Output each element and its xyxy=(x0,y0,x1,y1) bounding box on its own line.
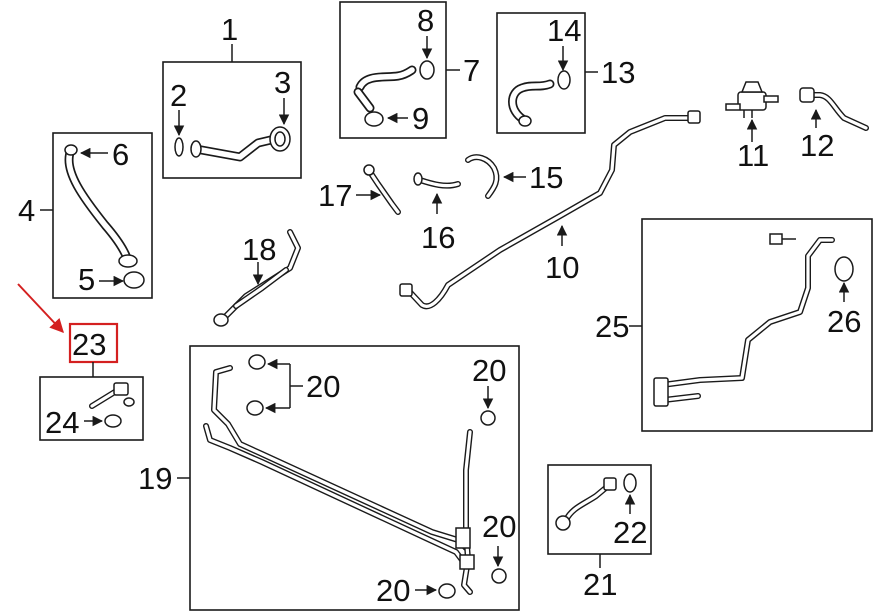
highlight-23: 23 xyxy=(17,283,119,364)
o-ring-24[interactable] xyxy=(104,414,122,428)
coolant-hose-13[interactable] xyxy=(508,79,555,127)
pipe-bracket-18[interactable] xyxy=(213,229,301,327)
part-16: 16 xyxy=(413,172,461,255)
part-17: 17 xyxy=(318,164,401,215)
callout-13[interactable]: 13 xyxy=(601,55,635,90)
callout-26[interactable]: 26 xyxy=(827,304,861,339)
part-18: 18 xyxy=(213,229,301,327)
callout-12[interactable]: 12 xyxy=(800,128,834,163)
group-25: 25 26 xyxy=(595,218,873,432)
o-ring-2[interactable] xyxy=(174,137,184,157)
callout-1[interactable]: 1 xyxy=(221,12,238,47)
o-ring-26[interactable] xyxy=(834,256,854,282)
part-11: 11 xyxy=(725,81,779,173)
callout-19[interactable]: 19 xyxy=(138,461,172,496)
callout-2[interactable]: 2 xyxy=(170,78,187,113)
bolt-25[interactable] xyxy=(769,233,796,245)
callout-8[interactable]: 8 xyxy=(417,3,434,38)
group-24-box xyxy=(39,376,144,441)
coolant-pipe-assembly-19[interactable] xyxy=(203,365,475,595)
group-19: 19 20 20 20 20 xyxy=(138,345,520,611)
callout-20-c[interactable]: 20 xyxy=(482,509,516,544)
hose-15[interactable] xyxy=(465,154,500,199)
fitting-12[interactable] xyxy=(799,87,869,131)
connector-23[interactable] xyxy=(89,382,135,409)
coolant-pipe-1[interactable] xyxy=(190,126,291,162)
coolant-hose-4[interactable] xyxy=(64,144,138,268)
callout-7[interactable]: 7 xyxy=(463,53,480,88)
coolant-pipe-21[interactable] xyxy=(555,477,617,531)
coolant-pipe-25[interactable] xyxy=(653,237,835,407)
clamp-20b[interactable] xyxy=(246,400,264,416)
callout-4[interactable]: 4 xyxy=(18,193,35,228)
group-25-box xyxy=(641,218,873,432)
group-24: 24 xyxy=(39,362,144,441)
callout-5[interactable]: 5 xyxy=(78,262,95,297)
clamp-20c[interactable] xyxy=(480,410,496,426)
group-13-box xyxy=(496,12,586,134)
callout-22[interactable]: 22 xyxy=(613,515,647,550)
coolant-hose-7[interactable] xyxy=(353,65,417,113)
part-12: 12 xyxy=(799,87,869,163)
callout-20-d[interactable]: 20 xyxy=(376,573,410,608)
callout-18[interactable]: 18 xyxy=(242,232,276,267)
part-10: 10 xyxy=(399,110,701,310)
group-13: 13 14 xyxy=(496,12,635,134)
hose-16[interactable] xyxy=(413,172,461,189)
o-ring-8[interactable] xyxy=(419,60,435,80)
group-7: 7 8 9 xyxy=(339,1,480,139)
clamp-20e[interactable] xyxy=(438,583,456,599)
group-1: 1 2 3 xyxy=(162,12,302,179)
callout-14[interactable]: 14 xyxy=(547,13,581,48)
coolant-line-10[interactable] xyxy=(399,110,701,310)
part-15: 15 xyxy=(465,154,563,199)
callout-11[interactable]: 11 xyxy=(737,138,769,173)
callout-23[interactable]: 23 xyxy=(72,327,106,362)
clamp-20d[interactable] xyxy=(491,568,507,584)
group-19-box xyxy=(189,345,520,611)
callout-6[interactable]: 6 xyxy=(112,137,129,172)
group-21: 21 22 xyxy=(547,464,652,602)
callout-16[interactable]: 16 xyxy=(421,220,455,255)
clamp-9[interactable] xyxy=(364,111,384,127)
callout-21[interactable]: 21 xyxy=(583,567,617,602)
clamp-20a[interactable] xyxy=(248,354,266,370)
callout-15[interactable]: 15 xyxy=(529,160,563,195)
callout-20-b[interactable]: 20 xyxy=(472,353,506,388)
o-ring-22[interactable] xyxy=(623,473,637,493)
callout-3[interactable]: 3 xyxy=(274,65,291,100)
o-ring-5[interactable] xyxy=(123,271,145,289)
group-4: 4 6 5 xyxy=(18,132,153,299)
callout-9[interactable]: 9 xyxy=(412,101,429,136)
o-ring-14[interactable] xyxy=(557,70,571,90)
hose-17[interactable] xyxy=(363,164,401,215)
callout-20-a[interactable]: 20 xyxy=(306,369,340,404)
callout-10[interactable]: 10 xyxy=(545,250,579,285)
group-4-box xyxy=(52,132,153,299)
coolant-valve-11[interactable] xyxy=(725,81,779,118)
callout-17[interactable]: 17 xyxy=(318,178,352,213)
callout-24[interactable]: 24 xyxy=(45,405,79,440)
callout-25[interactable]: 25 xyxy=(595,309,629,344)
